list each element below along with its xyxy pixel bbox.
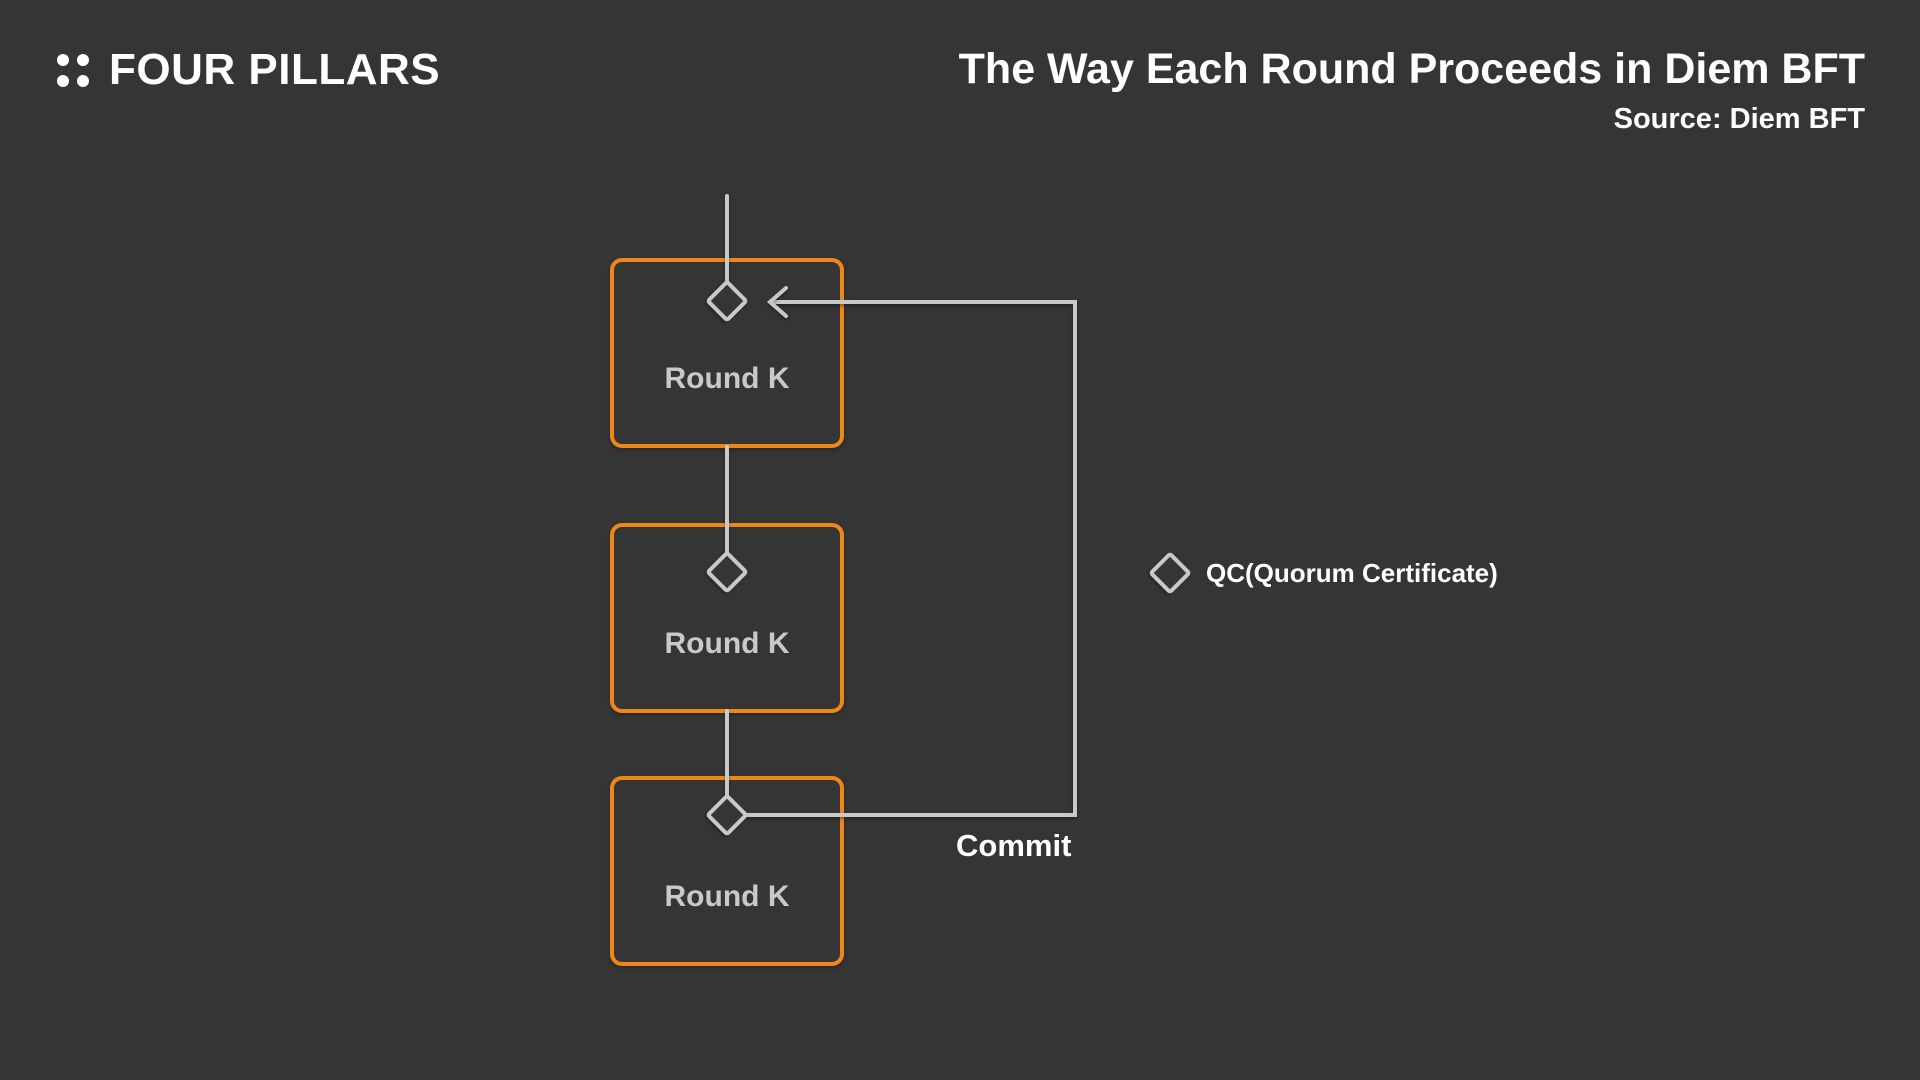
four-pillars-logo-icon (57, 53, 89, 87)
round-box-2: Round K (610, 523, 844, 713)
page-title: The Way Each Round Proceeds in Diem BFT (958, 45, 1865, 93)
legend-label: QC(Quorum Certificate) (1206, 557, 1498, 588)
four-pillars-logo: FOUR PILLARS (57, 48, 440, 92)
round-label: Round K (664, 880, 790, 913)
round-label: Round K (664, 362, 790, 395)
source-caption: Source: Diem BFT (1613, 103, 1865, 135)
round-box-3: Round K (610, 776, 844, 966)
round-box-1: Round K (610, 258, 844, 448)
logo-text: FOUR PILLARS (109, 45, 441, 94)
round-label: Round K (664, 627, 790, 660)
logo-dot-icon (57, 53, 69, 66)
logo-dot-icon (77, 74, 89, 87)
legend: QC(Quorum Certificate) (1146, 549, 1498, 597)
qc-diamond-icon (1149, 552, 1191, 594)
logo-dot-icon (77, 53, 89, 66)
logo-dot-icon (57, 74, 69, 87)
commit-label: Commit (956, 828, 1072, 863)
